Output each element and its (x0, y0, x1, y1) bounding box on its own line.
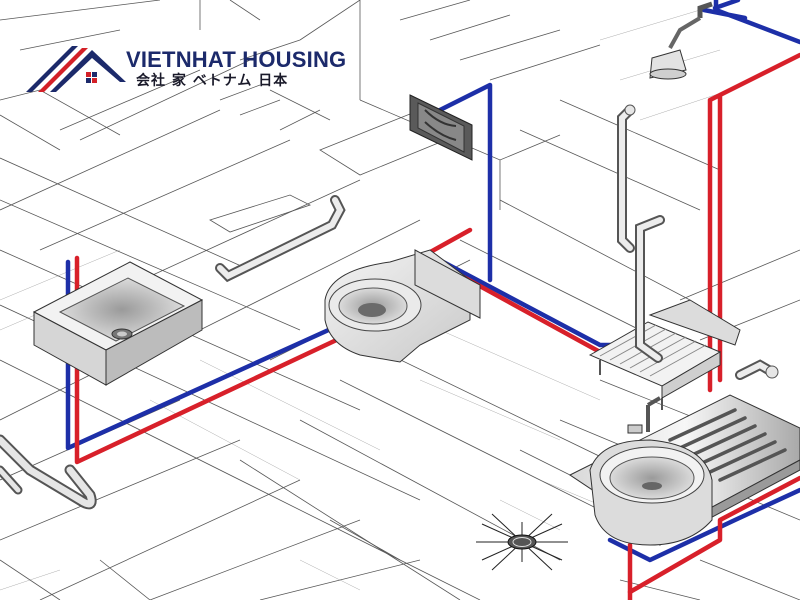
cold-riser-top (712, 0, 741, 11)
utility-sink-icon (569, 394, 800, 546)
brand-tagline: 会社 家 ベトナム 日本 (136, 73, 289, 89)
grab-bar-icon (215, 195, 346, 283)
shower-head-icon (649, 1, 713, 80)
seat-grab-bar-icon (635, 215, 779, 380)
logo-icon (26, 46, 126, 92)
wall-sink-icon (32, 261, 204, 386)
vertical-grab-bar-icon (617, 104, 636, 253)
cold-pipe-flush (437, 82, 493, 283)
floor-grab-bar-icon (0, 434, 97, 510)
toilet-icon (324, 249, 481, 363)
flush-plate-icon (409, 94, 473, 161)
hot-pipe-utility (627, 475, 800, 595)
hot-pipe-toilet (422, 227, 473, 258)
brand-name: VIETNHAT HOUSING (126, 47, 347, 72)
floor-drain-icon (476, 513, 568, 571)
logo-text: VIETNHAT HOUSING 会社 家 ベトナム 日本 (126, 48, 346, 90)
